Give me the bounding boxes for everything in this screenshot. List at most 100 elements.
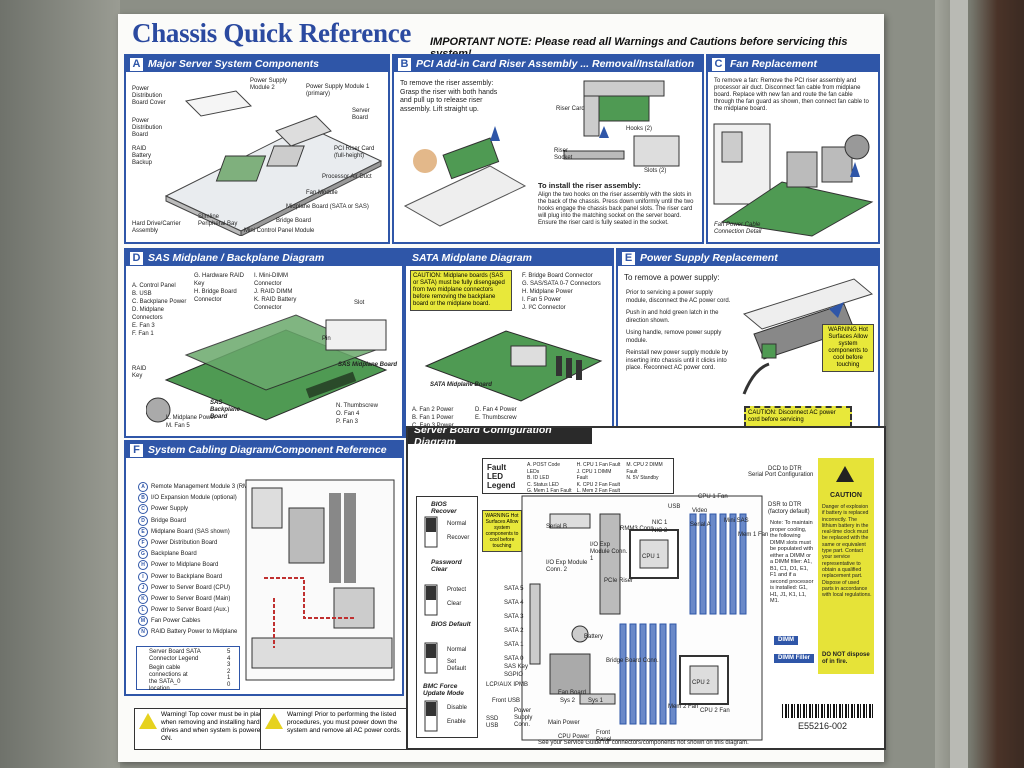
cable-letter: D xyxy=(138,515,148,526)
fault-item: C. Status LED xyxy=(527,481,559,488)
cable-label: Power to Server Board (Main) xyxy=(151,595,231,602)
label-psu-1: Power Supply Module 1 (primary) xyxy=(306,84,370,97)
cable-label: Power to Backplane Board xyxy=(151,573,223,580)
label-pdb: Power Distribution Board xyxy=(132,118,163,138)
riser-install-title: To install the riser assembly: xyxy=(538,181,641,190)
panel-sata-header: SATA Midplane Diagram xyxy=(406,250,612,266)
warning-text: Warning! Prior to performing the listed … xyxy=(287,711,402,734)
cable-label: Midplane Board (SAS shown) xyxy=(151,528,230,535)
cable-label: Power to Midplane Board xyxy=(151,562,219,569)
server-chassis-illustration xyxy=(164,90,383,236)
sata-item: F. Bridge Board Connector xyxy=(522,273,593,279)
cable-label: Power Distribution Board xyxy=(151,539,218,546)
label-hdd: Hard Drive/Carrier Assembly xyxy=(132,221,181,234)
label-bridge-conn: Bridge Board Conn. xyxy=(606,658,659,664)
fan-cable-caption: Fan Power Cable Connection Detail xyxy=(714,222,762,235)
panel-e-letter: E xyxy=(621,250,636,266)
fault-led-title: Fault LED Legend xyxy=(487,463,516,490)
sas-item: B. USB xyxy=(132,291,152,297)
jumper-disable: Disable xyxy=(447,705,468,711)
sata-connector-legend: Server Board SATA Connector Legend Begin… xyxy=(136,646,240,692)
sas-item: P. Fan 3 xyxy=(336,419,358,425)
battery-caution-box: CAUTION Danger of explosion if battery i… xyxy=(818,458,874,674)
panel-sata: SATA Midplane Diagram CAUTION: Midplane … xyxy=(404,248,614,438)
label-cpu2: CPU 2 xyxy=(692,680,710,686)
sas-item: N. Thumbscrew xyxy=(336,403,378,409)
warning-triangle-icon xyxy=(139,713,157,729)
fault-item: G. Mem 1 Fan Fault xyxy=(527,488,572,495)
panel-b-title: PCI Add-in Card Riser Assembly ... Remov… xyxy=(416,58,695,70)
label-sgpio: SGPIO xyxy=(504,672,524,678)
label-pin: Pin xyxy=(322,336,331,342)
label-mem2-fan: Mem 2 Fan xyxy=(668,704,699,710)
cable-label: Backplane Board xyxy=(151,551,197,558)
psu-illustration xyxy=(742,278,874,395)
riser-install-text: Align the two hooks on the riser assembl… xyxy=(538,192,694,226)
cable-letter: A xyxy=(138,482,148,492)
label-riser-card: Riser Card xyxy=(556,106,585,112)
jumper-clear: Clear xyxy=(447,601,462,607)
fault-item: K. CPU 2 Fan Fault xyxy=(576,481,621,488)
label-lcp: LCP/AUX IPMB xyxy=(486,682,529,688)
legend-num: 2 xyxy=(227,668,231,675)
cable-label: Remote Management Module 3 (RMM3) (optio… xyxy=(151,484,286,490)
jumper-recover: Recover xyxy=(447,535,470,541)
jumper-bios-default-title: BIOS Default xyxy=(431,621,471,628)
panel-d-letter: D xyxy=(129,250,144,266)
label-sata-board: SATA Midplane Board xyxy=(430,382,492,388)
cable-letter: H xyxy=(138,560,148,571)
sas-item: H. Bridge Board Connector xyxy=(194,289,237,303)
legend-num: 1 xyxy=(227,675,231,681)
label-hooks: Hooks (2) xyxy=(626,126,653,132)
board-warning: WARNING Hot Surfaces Allow system compon… xyxy=(482,510,522,552)
cable-label: RAID Battery Power to Midplane xyxy=(151,629,238,636)
cable-label: I/O Expansion Module (optional) xyxy=(151,495,237,502)
sas-item: E. Fan 3 xyxy=(132,323,155,329)
dimm-note: Note: To maintain proper cooling, the fo… xyxy=(770,520,814,604)
panel-e-header: E Power Supply Replacement xyxy=(618,250,878,266)
label-pcie-riser: PCIe Riser xyxy=(604,578,634,584)
jumper-blocks xyxy=(424,516,438,732)
label-riser-socket: Riser Socket xyxy=(554,148,573,161)
fan-replacement-illustration xyxy=(713,123,874,237)
cable-letter: G xyxy=(138,549,148,560)
serial-port-config-title: Serial Port Configuration xyxy=(748,472,814,478)
label-video: Video xyxy=(692,508,708,514)
cable-letter: L xyxy=(138,605,148,616)
cable-letter: B xyxy=(138,493,148,504)
panel-f-title: System Cabling Diagram/Component Referen… xyxy=(148,444,387,456)
panel-a-title: Major Server System Components xyxy=(148,58,319,70)
label-server-board: Server Board xyxy=(352,108,370,121)
legend-num: 3 xyxy=(227,662,231,668)
panel-e-title: Power Supply Replacement xyxy=(640,252,778,264)
jumper-protect: Protect xyxy=(447,587,467,593)
sas-item: C. Backplane Power xyxy=(132,299,187,305)
label-midplane: Midplane Board (SATA or SAS) xyxy=(286,204,369,210)
label-cpu1: CPU 1 xyxy=(642,554,660,560)
sas-item: M. Fan 5 xyxy=(166,423,190,429)
page-title: Chassis Quick Reference xyxy=(132,18,412,48)
legend-title: Server Board SATA Connector Legend xyxy=(149,649,201,662)
riser-remove-text: To remove the riser assembly: Grasp the … xyxy=(400,80,498,113)
label-io-exp-1: I/O Exp Module Conn. 1 xyxy=(590,542,628,562)
label-sata1: SATA 1 xyxy=(504,642,524,648)
background-left xyxy=(0,0,120,768)
panel-server-board-title: Server Board Configuration Diagram xyxy=(414,426,552,448)
label-sas-backplane: SAS Backplane Board xyxy=(210,400,241,420)
label-nic1: NIC 1 xyxy=(652,520,668,526)
